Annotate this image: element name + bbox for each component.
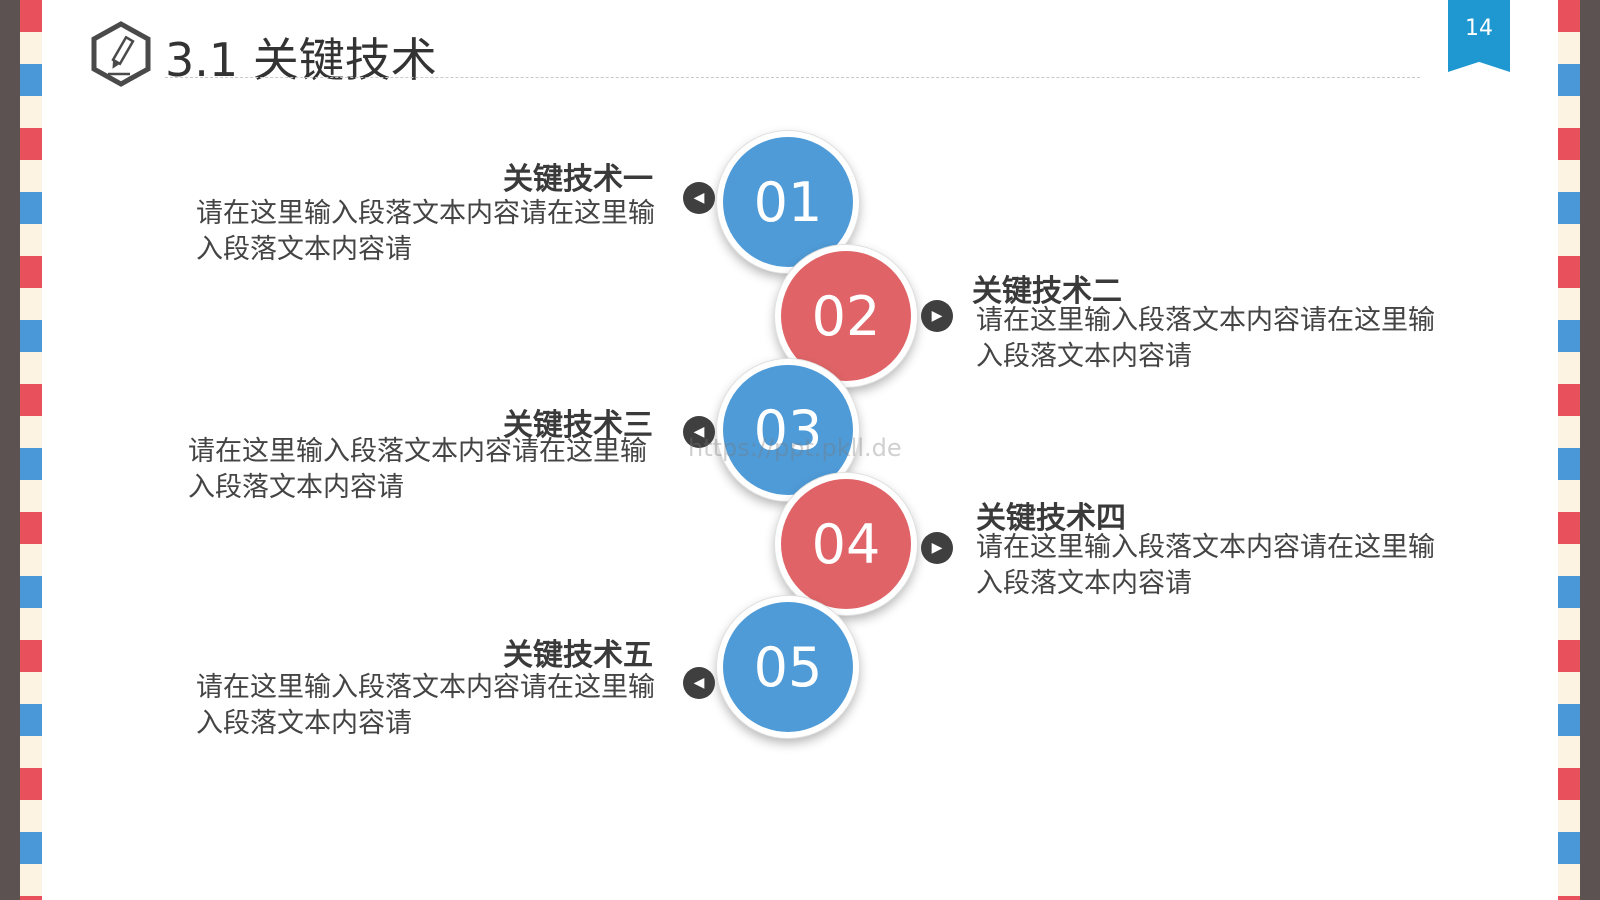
item-title-5: 关键技术五 (503, 638, 653, 673)
right-arrow-icon: ▶ (921, 300, 953, 332)
left-arrow-icon: ◀ (683, 667, 715, 699)
left-arrow-icon: ◀ (683, 416, 715, 448)
item-text-4: 请在这里输入段落文本内容请在这里输入段落文本内容请 (976, 532, 1435, 599)
item-title-3: 关键技术三 (503, 408, 653, 443)
airmail-stripe-right (1558, 0, 1580, 900)
title-divider (165, 77, 1420, 78)
item-text-2: 请在这里输入段落文本内容请在这里输入段落文本内容请 (976, 305, 1435, 372)
pencil-hexagon-icon (91, 21, 151, 87)
page-number-badge: 14 (1448, 0, 1510, 72)
frame-edge-left (0, 0, 20, 900)
item-title-2: 关键技术二 (972, 274, 1122, 309)
slide-title: 3.1 关键技术 (165, 33, 437, 87)
step-circle-04: 04 (775, 473, 917, 615)
step-circle-02: 02 (775, 245, 917, 387)
watermark-text: https://ppt.pkll.de (688, 434, 902, 462)
item-title-1: 关键技术一 (503, 162, 653, 197)
step-circle-05: 05 (717, 596, 859, 738)
item-title-4: 关键技术四 (976, 501, 1126, 536)
item-text-5: 请在这里输入段落文本内容请在这里输入段落文本内容请 (196, 672, 655, 739)
item-text-3: 请在这里输入段落文本内容请在这里输入段落文本内容请 (188, 436, 647, 503)
right-arrow-icon: ▶ (921, 532, 953, 564)
item-text-1: 请在这里输入段落文本内容请在这里输入段落文本内容请 (196, 198, 655, 265)
frame-edge-right (1580, 0, 1600, 900)
left-arrow-icon: ◀ (683, 182, 715, 214)
airmail-stripe-left (20, 0, 42, 900)
